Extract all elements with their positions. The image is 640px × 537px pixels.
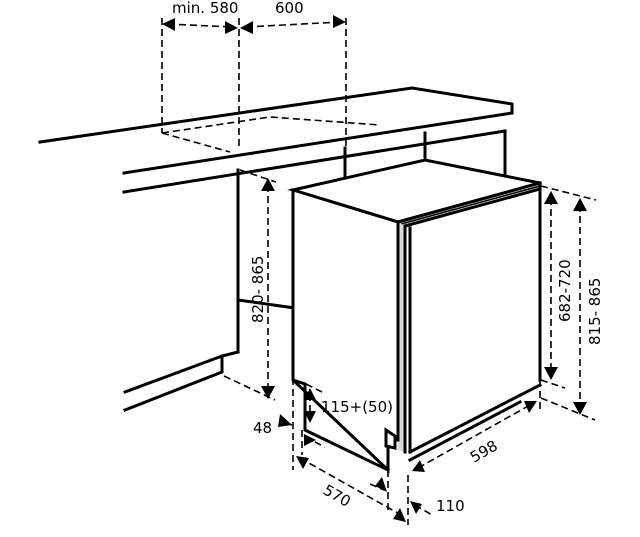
rear-wall: [343, 129, 507, 180]
label-min-580: min. 580: [172, 0, 238, 17]
dim-cabinet-height: 820- 865: [223, 169, 277, 401]
label-815-865: 815- 865: [586, 278, 604, 345]
door-panel: [384, 181, 543, 463]
label-48: 48: [253, 419, 272, 437]
dishwasher-body: [287, 158, 541, 474]
dim-panel-height: 682-720: [540, 185, 597, 389]
dim-door-offset: 110: [369, 477, 465, 516]
label-820-865: 820- 865: [249, 256, 267, 323]
label-600: 600: [275, 0, 304, 17]
dim-total-height: 815- 865: [540, 198, 604, 421]
countertop: [38, 86, 514, 194]
left-cabinet: [123, 168, 297, 412]
dim-niche-width: min. 580 600: [161, 0, 347, 150]
dim-depth: 570: [296, 456, 409, 525]
label-598: 598: [467, 437, 501, 467]
dim-front-offset: 48: [253, 378, 326, 470]
dim-plinth-height: 115+(50): [304, 383, 393, 423]
label-682-720: 682-720: [556, 259, 574, 322]
label-115-50: 115+(50): [321, 398, 393, 416]
label-110: 110: [436, 497, 465, 515]
